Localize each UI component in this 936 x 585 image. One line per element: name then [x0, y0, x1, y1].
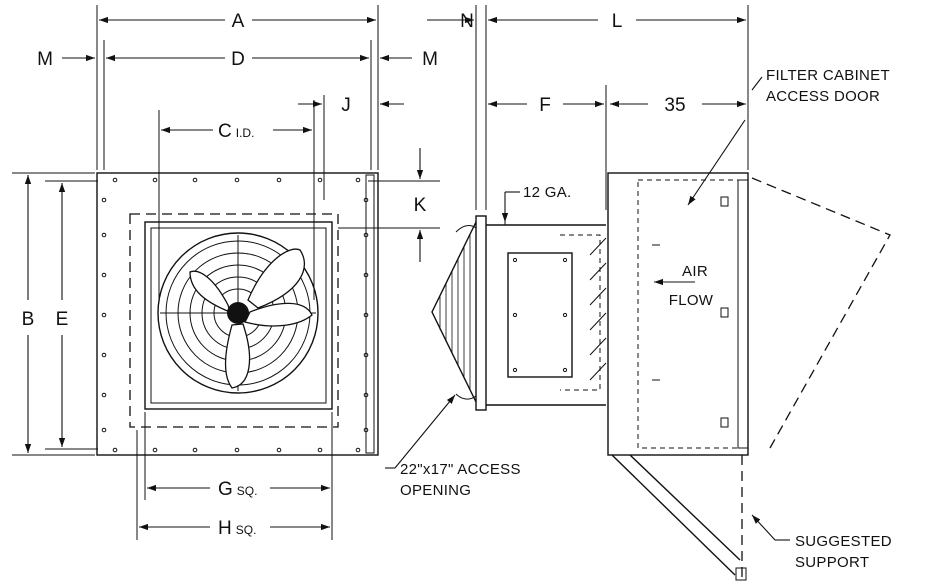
filter-door-note-line1: FILTER CABINET — [766, 67, 890, 84]
dimension-arrows — [24, 16, 790, 541]
fan-frame-inner — [150, 227, 327, 404]
hood-hatching — [439, 234, 471, 390]
filter-door-note-line2: ACCESS DOOR — [766, 88, 880, 105]
support-note-line2: SUPPORT — [795, 554, 869, 571]
dim-label-k: K — [414, 195, 427, 216]
duct-body — [486, 224, 606, 406]
dim-label-e: E — [56, 309, 69, 330]
access-opening-note-line1: 22"x17" ACCESS — [400, 461, 521, 478]
dim-label-b: B — [22, 309, 35, 330]
fan-hub — [227, 302, 249, 324]
filter-hatching — [589, 237, 607, 381]
front-view — [96, 172, 379, 456]
access-panel — [507, 252, 573, 378]
inlet-flange — [475, 215, 487, 411]
internal-fan-dashed — [560, 234, 601, 391]
side-view — [431, 172, 891, 581]
mounting-holes — [101, 177, 369, 453]
support-bracket — [611, 454, 741, 576]
support-note-line1: SUGGESTED — [795, 533, 892, 550]
air-flow-note-line2: FLOW — [669, 292, 714, 309]
dim-label-m-right: M — [422, 49, 438, 70]
dim-label-a: A — [232, 11, 245, 32]
filter-cabinet — [607, 172, 749, 456]
gauge-note: 12 GA. — [523, 184, 572, 201]
dim-label-d: D — [231, 49, 245, 70]
fan-frame-outer — [144, 221, 333, 410]
inlet-hood — [431, 221, 477, 403]
inner-housing-dashed — [129, 213, 339, 428]
dim-label-35: 35 — [664, 95, 685, 116]
cabinet-door-hinge-strip — [737, 179, 749, 449]
door-swing-dashed — [751, 177, 891, 449]
access-opening-note-line2: OPENING — [400, 482, 471, 499]
dim-label-m-left: M — [37, 49, 53, 70]
dim-label-l: L — [612, 11, 623, 32]
dim-label-j: J — [341, 95, 351, 116]
front-panel — [96, 172, 379, 456]
air-flow-note-line1: AIR — [682, 263, 708, 280]
dimension-lines — [12, 5, 749, 540]
dim-label-f: F — [539, 95, 551, 116]
callout-notes: 12 GA. AIR FLOW FILTER CABINET ACCESS DO… — [400, 67, 892, 571]
front-flange-edge — [365, 174, 375, 454]
fan-blades — [189, 248, 313, 389]
dim-label-n: N — [460, 11, 474, 32]
